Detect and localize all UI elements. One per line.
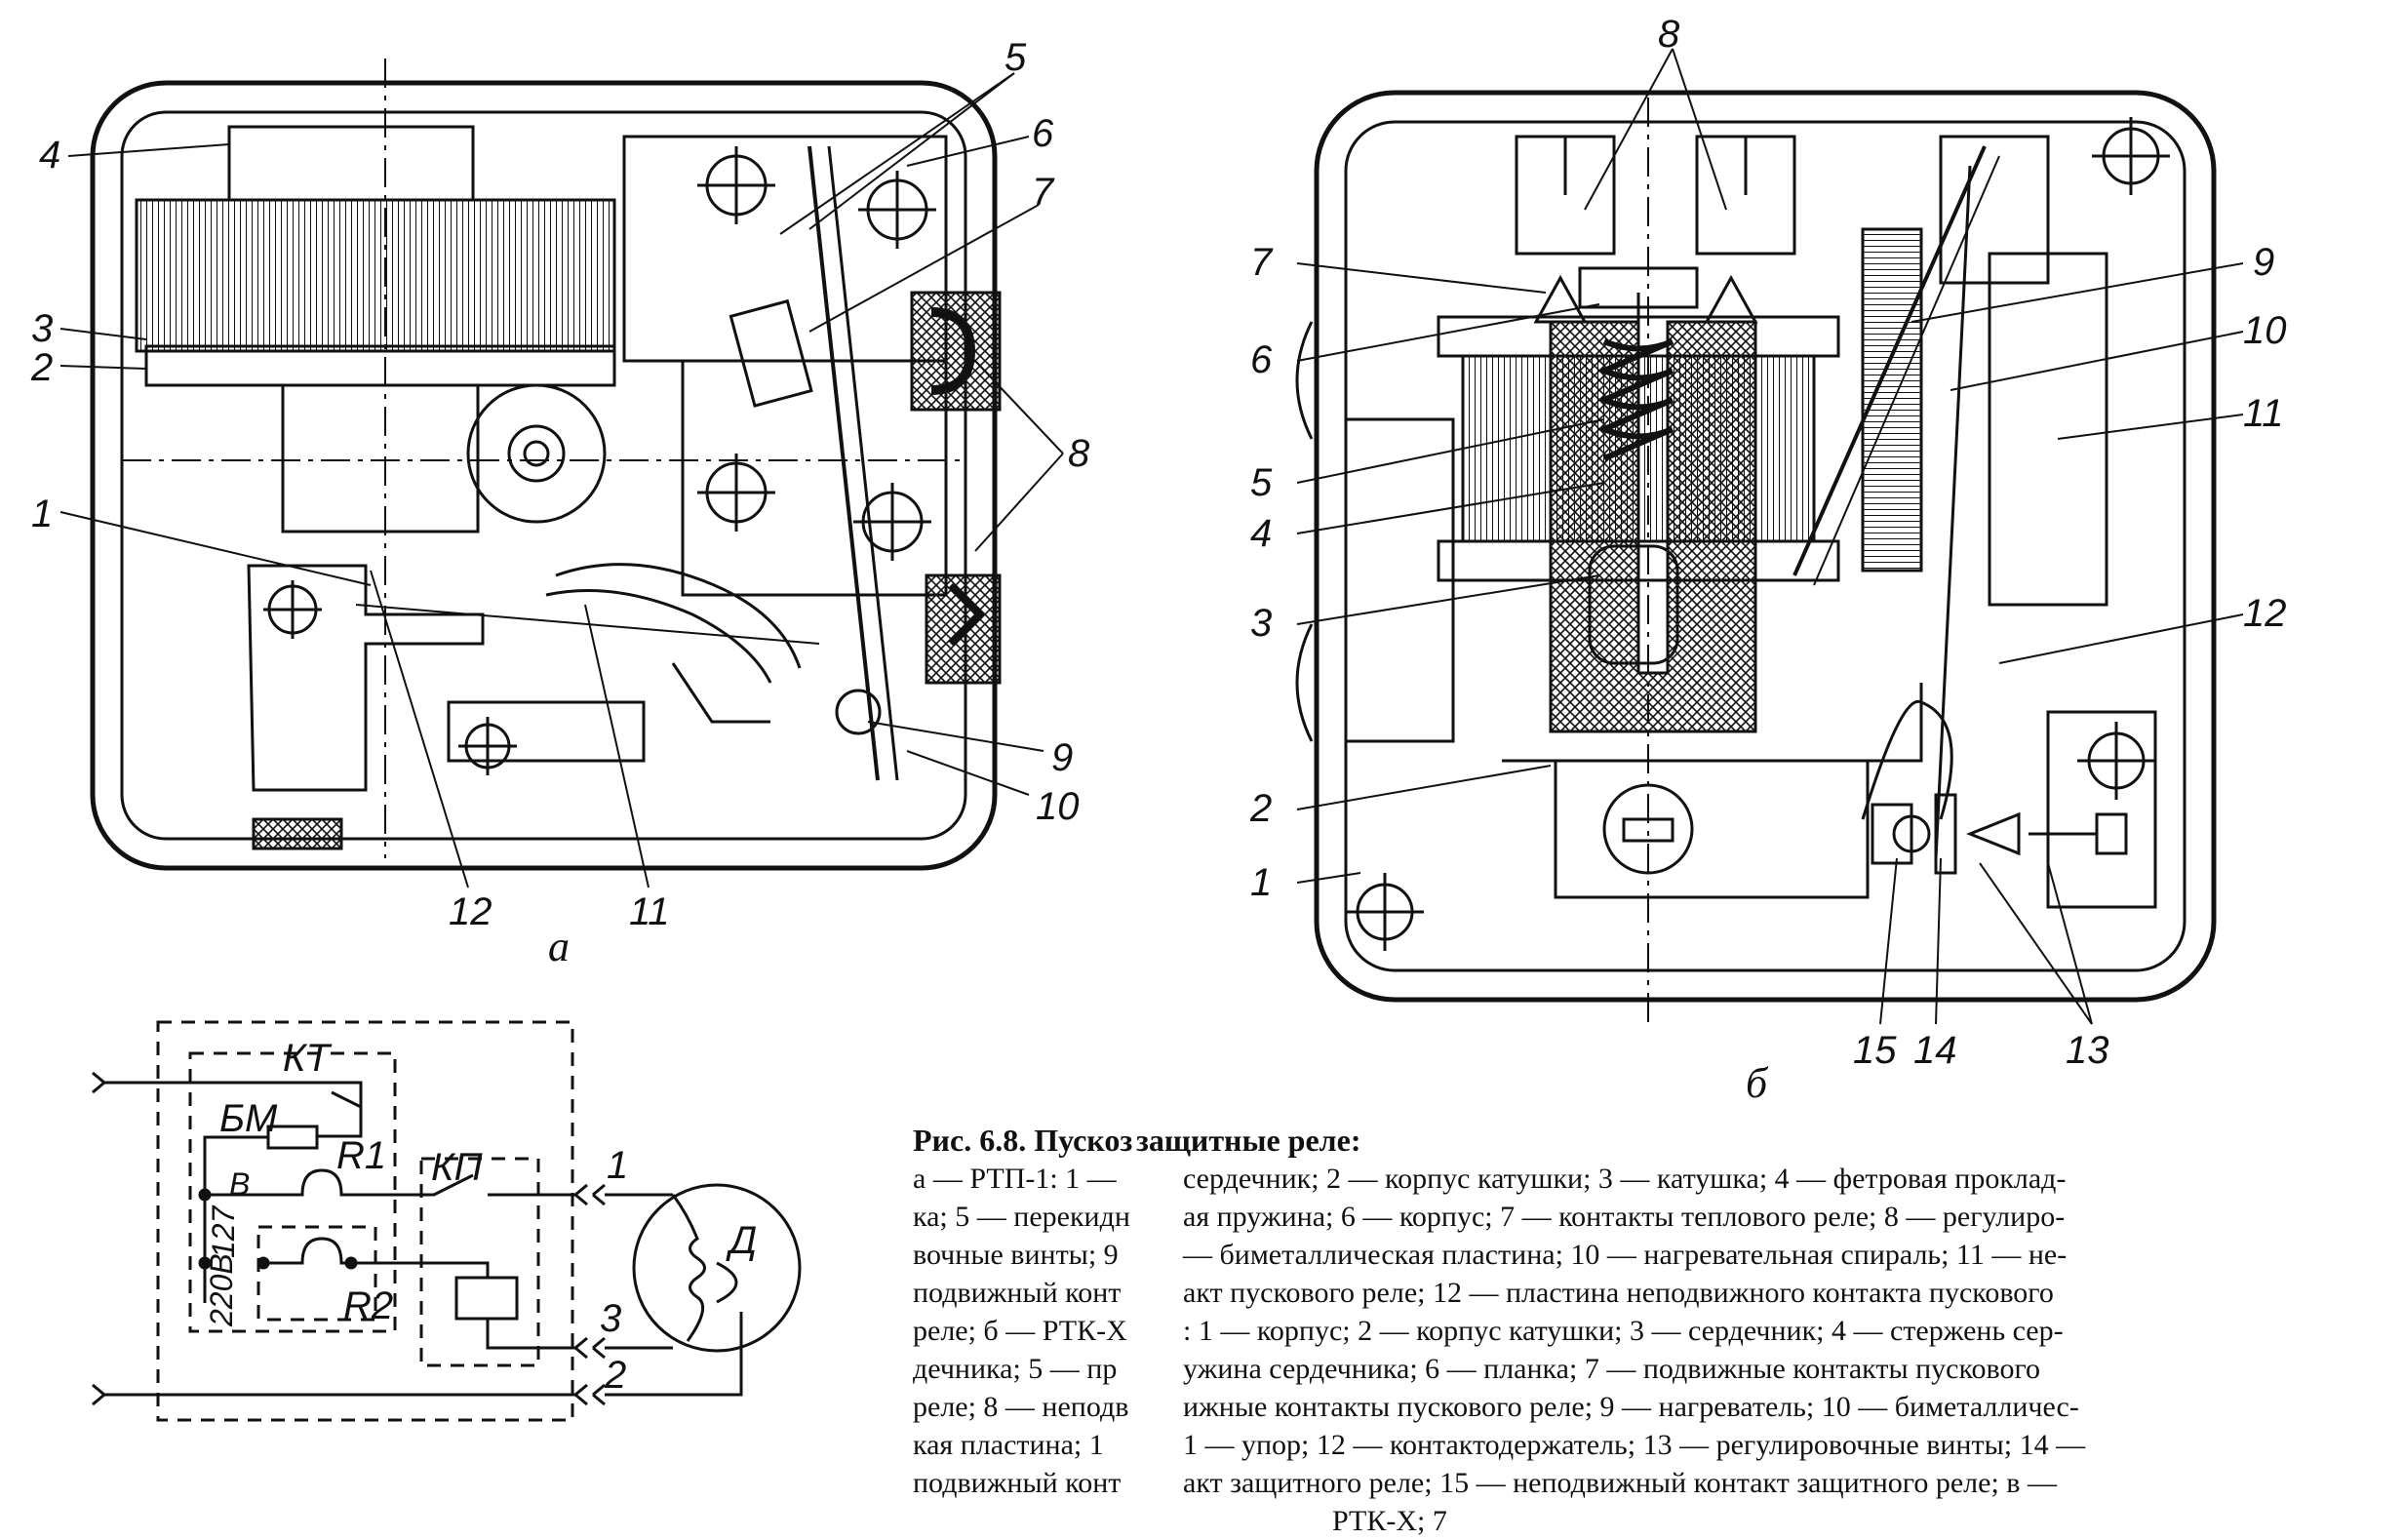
figure-a-relay-rtp1 bbox=[90, 59, 1002, 871]
caption-line: а — РТП-1: 1 — сердечник; 2 — корпус кату… bbox=[913, 1160, 2317, 1198]
contact-wheel bbox=[466, 383, 607, 524]
callout-b-7: 7 bbox=[1250, 241, 1274, 284]
figure-b-relay-rtkx bbox=[1295, 90, 2217, 1024]
callout-a-12: 12 bbox=[449, 890, 492, 933]
callout-b-1: 1 bbox=[1250, 861, 1272, 904]
callout-a-7: 7 bbox=[1032, 171, 1055, 214]
label-r2: R2 bbox=[343, 1284, 393, 1327]
caption-line-left: вочные винты; 9 bbox=[913, 1239, 1119, 1271]
figure-b-leaders bbox=[1296, 48, 2244, 1025]
callout-b-4: 4 bbox=[1250, 512, 1272, 555]
caption-line-right: акт защитного реле; 15 — неподвижный кон… bbox=[1183, 1467, 2057, 1499]
label-kp: КП bbox=[431, 1146, 484, 1189]
callout-b-13: 13 bbox=[2066, 1029, 2109, 1072]
caption-line-left: подвижный конт bbox=[913, 1277, 1122, 1309]
callout-a-10: 10 bbox=[1036, 785, 1080, 828]
figure-canvas: 4 3 2 1 5 6 7 8 9 10 12 11 а bbox=[30, 13, 2287, 1422]
callout-a-1: 1 bbox=[31, 493, 53, 535]
caption-line: реле; б — РТК-Х : 1 — корпус; 2 — корпус … bbox=[913, 1312, 2317, 1350]
callout-b-14: 14 bbox=[1913, 1029, 1957, 1072]
label-terminal-1: 1 bbox=[607, 1144, 628, 1187]
figure-a-sublabel: а bbox=[548, 923, 570, 970]
label-kt: КТ bbox=[283, 1037, 333, 1080]
caption-line-left: кая пластина; 1 bbox=[913, 1429, 1104, 1461]
caption-line: подвижный конт акт пускового реле; 12 — п… bbox=[913, 1274, 2317, 1312]
caption-line: реле; 8 — неподв ижные контакты пускового… bbox=[913, 1388, 2317, 1426]
caption-line-right: акт пускового реле; 12 — пластина неподв… bbox=[1183, 1277, 2054, 1309]
callout-b-12: 12 bbox=[2243, 592, 2287, 635]
caption-line-left: ка; 5 — перекидн bbox=[913, 1201, 1130, 1233]
label-terminal-2: 2 bbox=[604, 1354, 626, 1397]
figure-b-callouts: 8 7 6 5 4 3 2 1 9 10 11 12 15 14 13 б bbox=[1249, 13, 2287, 1107]
caption-line-right: ижные контакты пускового реле; 9 — нагре… bbox=[1183, 1391, 2079, 1423]
label-220v: 220В bbox=[204, 1253, 239, 1327]
figure-c-circuit bbox=[92, 1020, 802, 1422]
caption-line-left: реле; 8 — неподв bbox=[913, 1391, 1129, 1423]
adjust-screw-b bbox=[1602, 783, 1694, 875]
label-terminal-3: 3 bbox=[600, 1297, 621, 1340]
callout-b-8: 8 bbox=[1658, 13, 1680, 56]
caption-line-right: 1 — упор; 12 — контактодержатель; 13 — р… bbox=[1183, 1429, 2086, 1461]
figure-caption: Рис. 6.8. Пускоз защитные реле: а — РТП-… bbox=[913, 1122, 2317, 1540]
caption-line-right: — биметаллическая пластина; 10 — нагрева… bbox=[1183, 1239, 2068, 1271]
callout-a-2: 2 bbox=[30, 346, 53, 389]
callout-b-5: 5 bbox=[1250, 461, 1273, 504]
label-bm: БМ bbox=[219, 1097, 278, 1140]
callout-a-3: 3 bbox=[31, 307, 53, 350]
caption-last-fragment: РТК-Х; 7 bbox=[1332, 1505, 1447, 1537]
label-b: В bbox=[229, 1166, 250, 1202]
label-r1: R1 bbox=[336, 1134, 386, 1177]
figure-c-labels: КТ БМ R1 В 127 220В R2 КП Д 1 3 2 bbox=[204, 1037, 757, 1397]
caption-line: кая пластина; 1 1 — упор; 12 — контактоде… bbox=[913, 1426, 2317, 1464]
callout-a-9: 9 bbox=[1051, 736, 1073, 779]
caption-line-left: дечника; 5 — пр bbox=[913, 1353, 1118, 1385]
caption-line: вочные винты; 9 — биметаллическая пластин… bbox=[913, 1236, 2317, 1274]
caption-line-right: сердечник; 2 — корпус катушки; 3 — катуш… bbox=[1183, 1163, 2067, 1195]
callout-a-8: 8 bbox=[1068, 432, 1090, 475]
label-motor-d: Д bbox=[726, 1219, 757, 1262]
figure-b-sublabel: б bbox=[1746, 1059, 1769, 1107]
callout-a-6: 6 bbox=[1032, 112, 1054, 155]
caption-line-left: а — РТП-1: 1 — bbox=[913, 1163, 1117, 1195]
callout-b-9: 9 bbox=[2253, 241, 2274, 284]
callout-b-10: 10 bbox=[2243, 309, 2287, 352]
callout-b-11: 11 bbox=[2243, 392, 2284, 435]
caption-head-left: Рис. 6.8. Пускоз bbox=[913, 1123, 1133, 1158]
callout-b-15: 15 bbox=[1853, 1029, 1897, 1072]
figure-a-leaders bbox=[59, 72, 1064, 888]
callout-a-5: 5 bbox=[1005, 36, 1027, 79]
callout-b-3: 3 bbox=[1250, 602, 1272, 645]
callout-b-6: 6 bbox=[1250, 338, 1273, 381]
coil-a bbox=[135, 198, 616, 353]
callout-b-2: 2 bbox=[1249, 787, 1272, 830]
caption-line-right: : 1 — корпус; 2 — корпус катушки; 3 — се… bbox=[1183, 1315, 2064, 1347]
caption-head-right: защитные реле: bbox=[1136, 1123, 1361, 1158]
callout-a-11: 11 bbox=[629, 890, 670, 933]
caption-line-left: реле; б — РТК-Х bbox=[913, 1315, 1127, 1347]
caption-line-last: РТК-Х; 7 bbox=[913, 1502, 2317, 1540]
figure-a-callouts: 4 3 2 1 5 6 7 8 9 10 12 11 а bbox=[30, 36, 1090, 970]
kp-coil bbox=[454, 1276, 519, 1321]
caption-line: подвижный конт акт защитного реле; 15 — н… bbox=[913, 1464, 2317, 1502]
caption-line: ка; 5 — перекидн ая пружина; 6 — корпус; … bbox=[913, 1198, 2317, 1236]
caption-line-right: ая пружина; 6 — корпус; 7 — контакты теп… bbox=[1183, 1201, 2066, 1233]
label-127: 127 bbox=[206, 1204, 241, 1258]
caption-line: дечника; 5 — пр ужина сердечника; 6 — пла… bbox=[913, 1350, 2317, 1388]
callout-a-4: 4 bbox=[39, 134, 60, 177]
caption-line-left: подвижный конт bbox=[913, 1467, 1122, 1499]
motor-d bbox=[632, 1183, 802, 1353]
caption-head: Рис. 6.8. Пускоз защитные реле: bbox=[913, 1122, 2317, 1160]
caption-line-right: ужина сердечника; 6 — планка; 7 — подвиж… bbox=[1183, 1353, 2041, 1385]
